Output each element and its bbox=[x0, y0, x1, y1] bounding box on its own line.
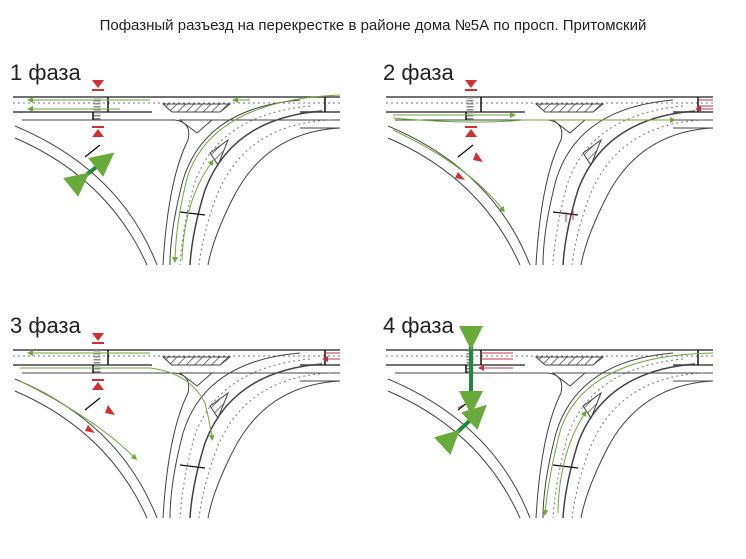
phase-1-flow-arrows bbox=[27, 94, 341, 263]
pedestrian-stop-signals bbox=[92, 80, 104, 137]
phase-3-flow-arrows bbox=[19, 350, 215, 461]
phase-1-panel: 1 фаза bbox=[0, 60, 360, 275]
diagram-title: Пофазный разъезд на перекрестке в районе… bbox=[99, 17, 647, 34]
phase-3-panel: 3 фаза bbox=[0, 313, 360, 528]
phase-1-scheme bbox=[0, 80, 360, 275]
pedestrian-stop-signals bbox=[455, 80, 483, 180]
phase-3-label: 3 фаза bbox=[10, 313, 81, 338]
phase-2-flow-arrows bbox=[392, 112, 676, 213]
phase-3-scheme bbox=[0, 333, 360, 528]
phase-4-flow-arrows bbox=[542, 352, 714, 516]
phase-2-scheme bbox=[373, 80, 733, 275]
phase-4-scheme bbox=[373, 326, 733, 528]
phase-4-label: 4 фаза bbox=[383, 313, 454, 338]
pedestrian-go-arrow bbox=[63, 152, 115, 197]
phase-2-panel: 2 фаза bbox=[373, 60, 733, 275]
phase-2-stop-lines bbox=[565, 99, 713, 222]
phase-2-label: 2 фаза bbox=[383, 60, 454, 85]
phase-4-panel: 4 фаза bbox=[373, 313, 733, 528]
phase-1-label: 1 фаза bbox=[10, 60, 81, 85]
pedestrian-go-arrow-ramp bbox=[434, 404, 487, 455]
phase-3-stop-lines bbox=[325, 352, 340, 359]
pedestrian-stop-signals bbox=[85, 333, 115, 433]
phase-4-stop-lines bbox=[457, 352, 513, 409]
